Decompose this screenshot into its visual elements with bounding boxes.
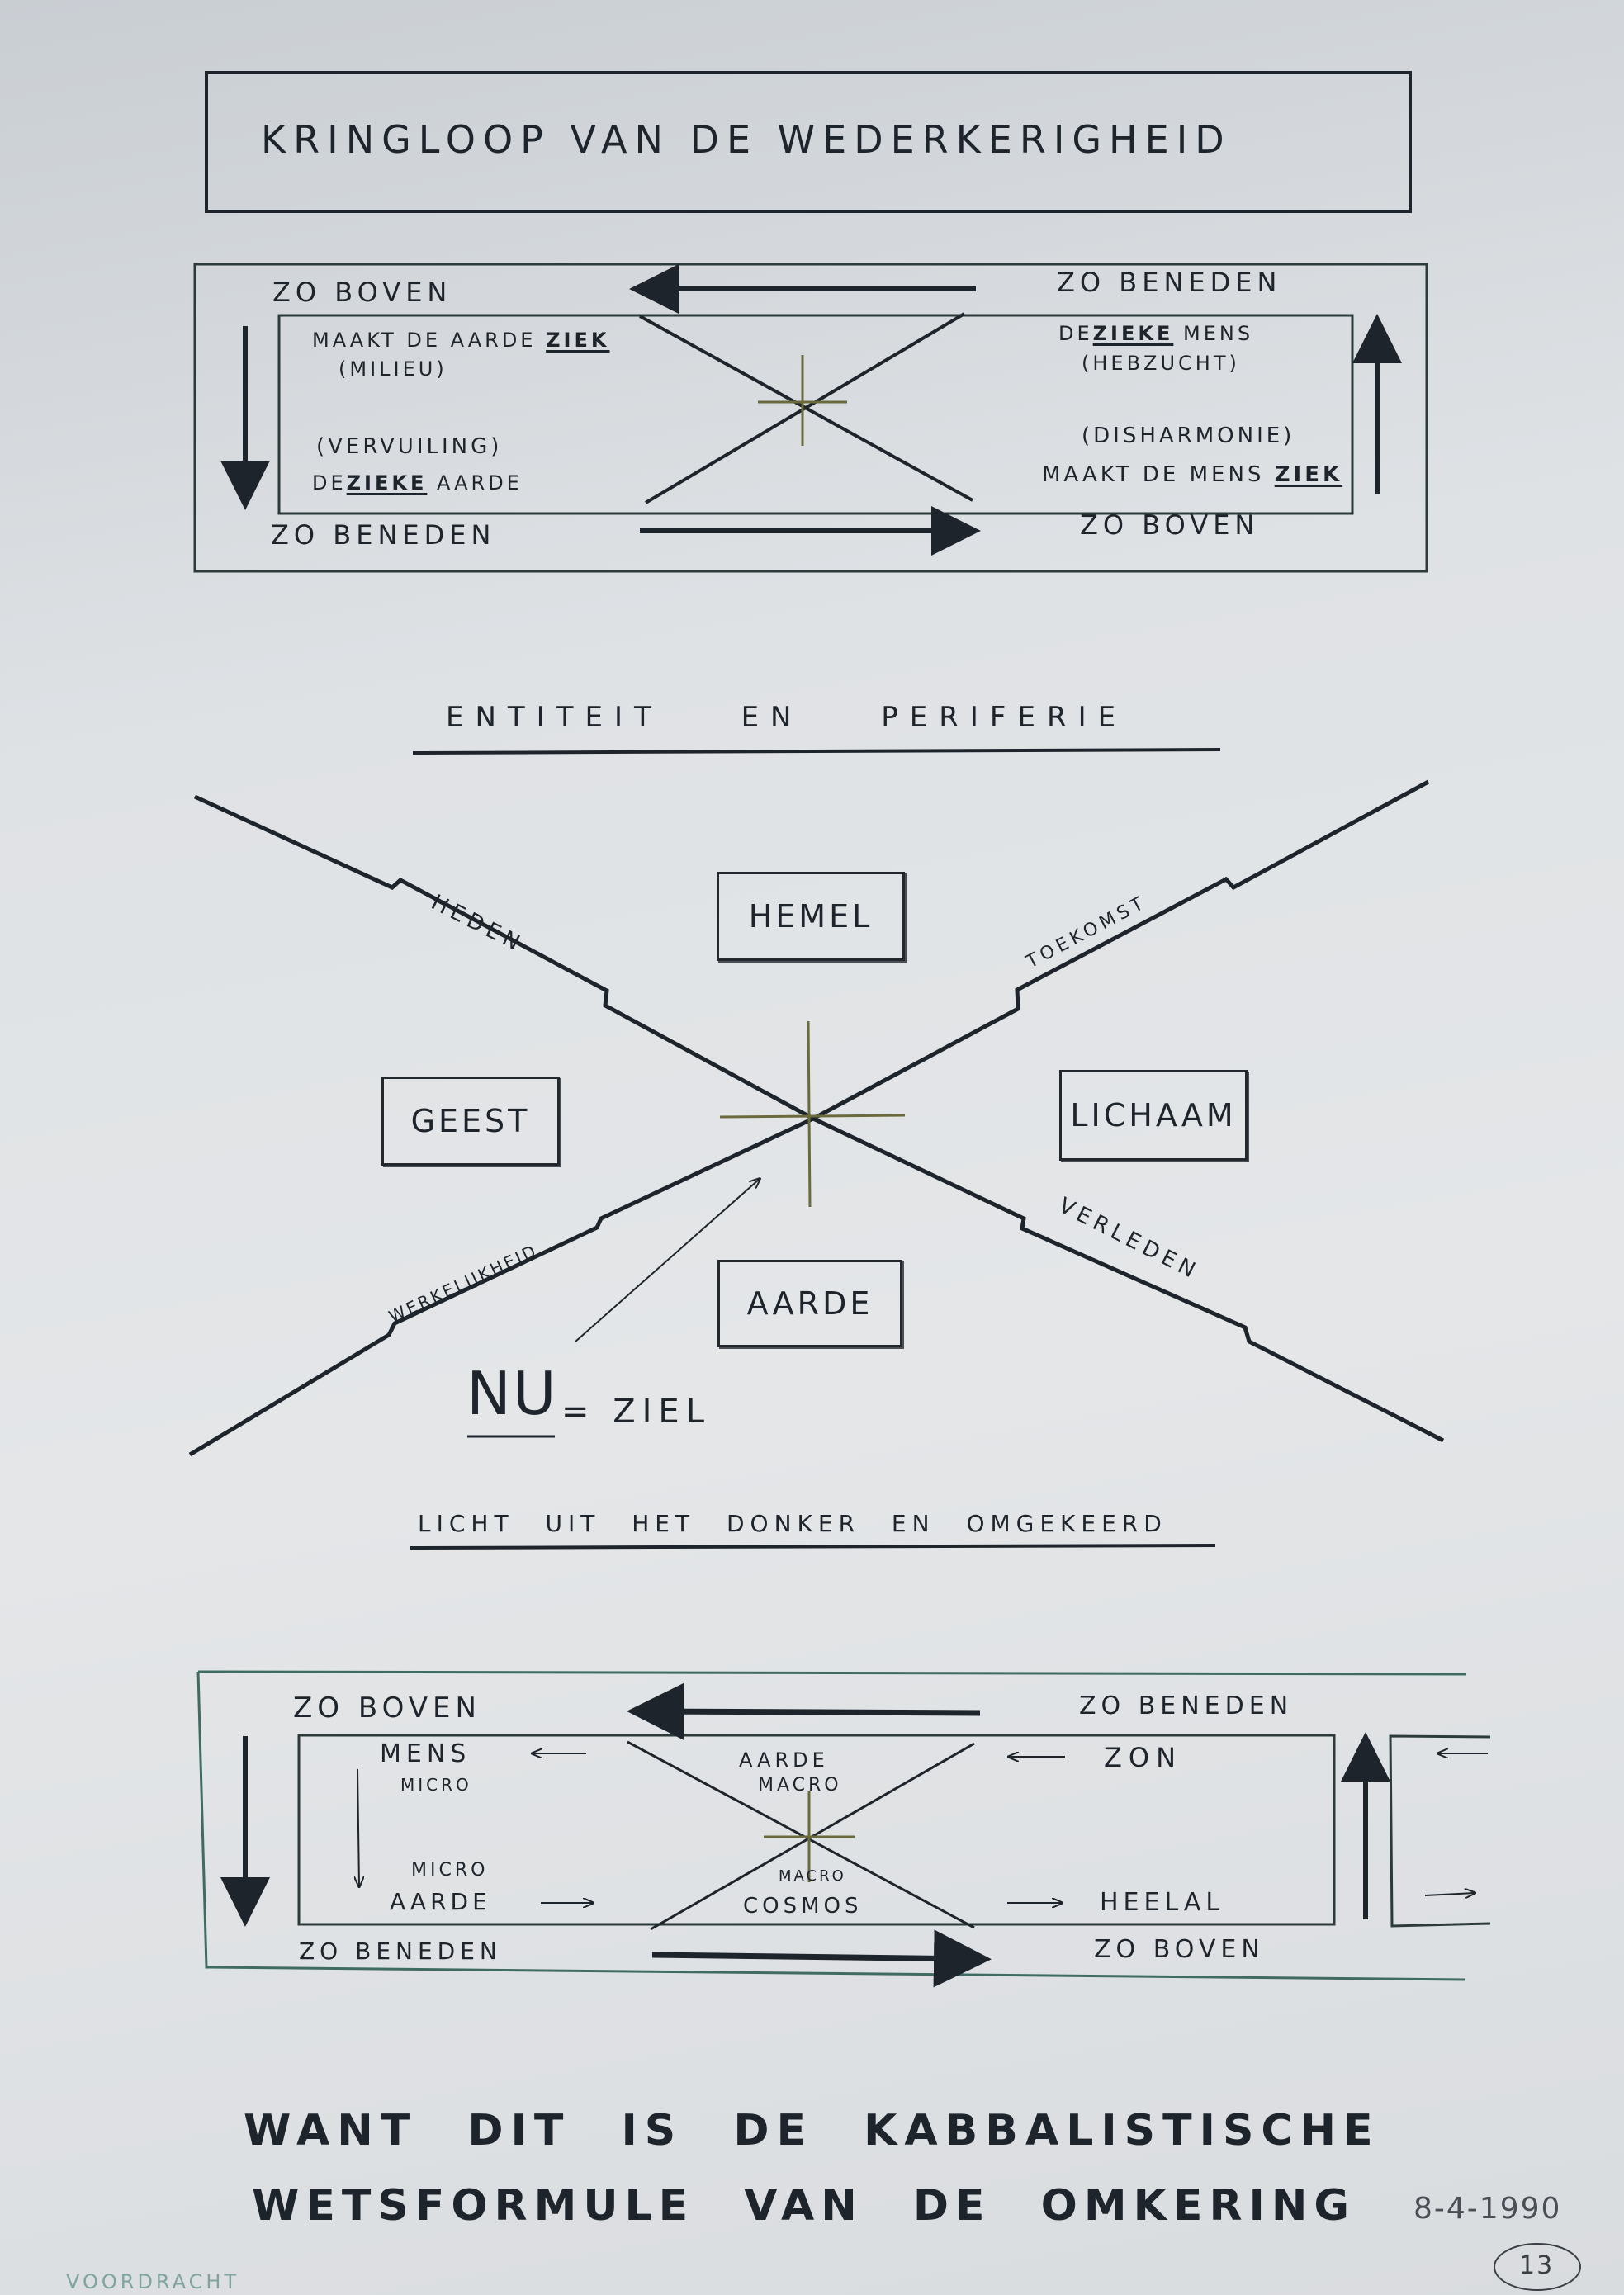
- bottom-label-zo-boven-right: ZO BOVEN: [1094, 1935, 1265, 1964]
- footer-line-2: WETSFORMULE VAN DE OMKERING: [252, 2181, 1356, 2231]
- arm-lower-left: [188, 1116, 815, 1457]
- top-diagram-arrows: [220, 264, 1402, 556]
- top-inner-tr-line1: DEZIEKE MENS: [1058, 324, 1253, 343]
- arm-upper-right: [812, 779, 1430, 1121]
- bottom-cosmos: COSMOS: [743, 1894, 863, 1919]
- top-inner-bl-line1: (VERVUILING): [316, 434, 503, 459]
- nu-label: NU: [466, 1359, 558, 1428]
- bottom-aarde-center: AARDE: [739, 1748, 829, 1772]
- box-aarde: AARDE: [717, 1260, 902, 1347]
- top-inner-bl-post: AARDE: [437, 471, 523, 494]
- arm-upper-left: [193, 794, 815, 1121]
- top-label-zo-beneden-left: ZO BENEDEN: [271, 519, 496, 551]
- top-inner-tl-line2: (MILIEU): [339, 357, 447, 381]
- top-inner-tl-pre: MAAKT DE AARDE: [312, 329, 537, 352]
- bottom-small-arrows: [357, 1753, 1488, 1903]
- footer-corner-faint: VOORDRACHT: [66, 2270, 240, 2293]
- middle-center-cross: [719, 1020, 906, 1208]
- footer-date: 8-4-1990: [1413, 2192, 1562, 2226]
- heading-licht-uit-het-donker: LICHT UIT HET DONKER EN OMGEKEERD: [418, 1510, 1167, 1537]
- heading-underline-licht: [410, 1544, 1216, 1550]
- footer-line-1: WANT DIT IS DE KABBALISTISCHE: [244, 2106, 1380, 2155]
- bottom-micro-top: MICRO: [400, 1775, 472, 1795]
- box-lichaam: LICHAAM: [1059, 1070, 1248, 1161]
- nu-pointer-arrow: [575, 1179, 760, 1342]
- bottom-macro-bottom: MACRO: [779, 1867, 846, 1885]
- arm-lower-right: [812, 1116, 1445, 1443]
- top-inner-tr-em: ZIEKE: [1092, 322, 1174, 345]
- bottom-aarde-left: AARDE: [390, 1888, 491, 1915]
- bottom-macro-top: MACRO: [758, 1775, 842, 1796]
- bottom-diagram-cross: [627, 1740, 975, 1931]
- top-diagram-frame: [193, 263, 1428, 573]
- footer-page-number: 13: [1519, 2251, 1555, 2280]
- top-inner-br-line1: (DISHARMONIE): [1082, 424, 1295, 448]
- middle-x-diagram: [188, 779, 1445, 1457]
- top-inner-bl-pre: DE: [312, 471, 347, 494]
- top-inner-tr-line2: (HEBZUCHT): [1082, 352, 1240, 375]
- top-inner-tl-line1: MAAKT DE AARDE ZIEK: [312, 330, 609, 350]
- top-inner-br-line2: MAAKT DE MENS ZIEK: [1042, 464, 1342, 485]
- box-hemel: HEMEL: [717, 872, 905, 961]
- page-number-circle: [1494, 2243, 1581, 2291]
- heading-entiteit-en-periferie: ENTITEIT EN PERIFERIE: [446, 701, 1128, 734]
- ziel-label: = ZIEL: [561, 1393, 711, 1431]
- bottom-zon: ZON: [1104, 1742, 1183, 1773]
- box-geest: GEEST: [381, 1077, 560, 1166]
- heading-underline-entiteit: [412, 748, 1221, 755]
- bottom-mens: MENS: [380, 1739, 471, 1768]
- page-title: KRINGLOOP VAN DE WEDERKERIGHEID: [261, 117, 1232, 162]
- bottom-heelal: HEELAL: [1100, 1888, 1225, 1917]
- top-inner-br-em: ZIEK: [1274, 462, 1343, 487]
- top-inner-bl-line2: DEZIEKE AARDE: [312, 473, 523, 493]
- bottom-diagram-frame: [196, 1670, 1491, 1981]
- top-inner-br-pre: MAAKT DE MENS: [1042, 462, 1265, 487]
- top-label-zo-beneden-right: ZO BENEDEN: [1057, 267, 1282, 298]
- top-inner-tr-post: MENS: [1183, 322, 1254, 345]
- top-label-zo-boven-left: ZO BOVEN: [272, 277, 452, 308]
- top-label-zo-boven-right: ZO BOVEN: [1080, 509, 1260, 541]
- top-inner-tl-em: ZIEK: [546, 329, 610, 352]
- title-box: [205, 71, 1412, 213]
- bottom-label-zo-beneden-right: ZO BENEDEN: [1079, 1692, 1294, 1720]
- bottom-label-zo-beneden-left: ZO BENEDEN: [299, 1938, 502, 1965]
- bottom-micro-bottom: MICRO: [411, 1860, 489, 1881]
- top-inner-bl-em: ZIEKE: [346, 471, 428, 494]
- top-diagram-cross: [639, 312, 973, 504]
- bottom-diagram-arrows: [220, 1682, 1390, 1988]
- top-inner-tr-pre: DE: [1058, 322, 1093, 345]
- bottom-label-zo-boven-left: ZO BOVEN: [293, 1692, 481, 1725]
